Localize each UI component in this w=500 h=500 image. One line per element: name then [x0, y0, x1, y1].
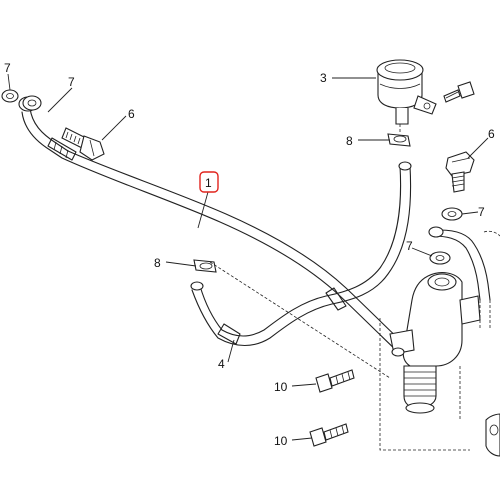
callout-7-right-lower[interactable]: 7: [406, 239, 413, 253]
callout-4[interactable]: 4: [218, 357, 225, 371]
callout-8-upper[interactable]: 8: [346, 134, 353, 148]
callout-6-right[interactable]: 6: [488, 127, 495, 141]
callout-7-right-upper[interactable]: 7: [478, 205, 485, 219]
reservoir-hose-part-4[interactable]: [190, 161, 412, 347]
selected-part-highlight: [199, 171, 219, 193]
brake-line-fitting[interactable]: [428, 226, 500, 330]
brake-master-cylinder[interactable]: [389, 272, 481, 414]
hose-clamp-part-8-upper[interactable]: [387, 133, 411, 147]
washer-part-7-d[interactable]: [429, 251, 451, 265]
callout-3[interactable]: 3: [320, 71, 327, 85]
callout-1[interactable]: 1: [205, 176, 212, 190]
washer-part-7-c[interactable]: [441, 207, 463, 221]
banjo-bolt-part-6-right[interactable]: [445, 151, 475, 193]
callout-7-left[interactable]: 7: [68, 75, 75, 89]
washer-part-7-a[interactable]: [1, 89, 19, 103]
brake-fluid-reservoir-part-3[interactable]: [376, 59, 437, 125]
callout-6-left[interactable]: 6: [128, 107, 135, 121]
callout-8-lower[interactable]: 8: [154, 256, 161, 270]
reservoir-screw[interactable]: [443, 81, 475, 103]
callout-10-upper[interactable]: 10: [274, 380, 288, 394]
leader-lines: [7, 73, 489, 441]
banjo-bolt-part-6-left[interactable]: [61, 127, 105, 161]
callout-10-lower[interactable]: 10: [274, 434, 288, 448]
assembly-lines: [209, 124, 470, 451]
screw-part-10-lower[interactable]: [309, 423, 349, 447]
pushrod-clevis-partial[interactable]: [485, 413, 500, 457]
hose-clamp-part-8-lower[interactable]: [193, 259, 217, 273]
callout-7-top-left[interactable]: 7: [4, 61, 11, 75]
screw-part-10-upper[interactable]: [315, 369, 355, 393]
washer-part-7-b[interactable]: [22, 95, 42, 111]
